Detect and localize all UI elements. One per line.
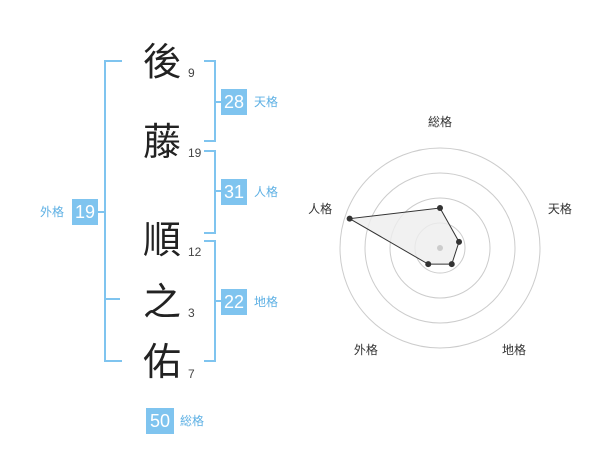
tenkaku-label: 天格 bbox=[254, 95, 279, 109]
jinkaku-label: 人格 bbox=[254, 185, 279, 199]
jinkaku-value: 31 bbox=[221, 179, 247, 205]
chikaku-label: 地格 bbox=[254, 295, 279, 309]
radar-axis-label-4: 外格 bbox=[354, 342, 378, 357]
gaikaku-bracket-inner-tick bbox=[104, 298, 120, 300]
radar-center-dot bbox=[437, 245, 443, 251]
chikaku-value: 22 bbox=[221, 289, 247, 315]
name-char-5: 佑 bbox=[142, 340, 181, 384]
jinkaku-connector bbox=[214, 190, 222, 192]
radar-axis-label-5: 人格 bbox=[308, 201, 332, 216]
stroke-count-1: 9 bbox=[188, 66, 195, 80]
radar-point-4 bbox=[425, 261, 432, 268]
radar-point-1 bbox=[437, 205, 443, 211]
jinkaku-bracket bbox=[204, 150, 216, 234]
gaikaku-connector bbox=[98, 211, 106, 213]
radar-ring-2 bbox=[389, 197, 491, 299]
stroke-count-4: 3 bbox=[188, 306, 195, 320]
radar-polygon bbox=[348, 207, 460, 265]
name-char-2: 藤 bbox=[142, 120, 181, 164]
stroke-count-2: 19 bbox=[188, 146, 202, 160]
radar-point-2 bbox=[456, 238, 463, 245]
stroke-count-3: 12 bbox=[188, 245, 202, 259]
gaikaku-value: 19 bbox=[72, 199, 98, 225]
radar-ring-3 bbox=[364, 172, 516, 324]
soukaku-value: 50 bbox=[146, 408, 174, 434]
tenkaku-connector bbox=[214, 101, 222, 103]
gaikaku-label: 外格 bbox=[40, 205, 65, 219]
radar-axis-label-2: 天格 bbox=[548, 201, 572, 216]
radar-ring-4 bbox=[339, 147, 541, 349]
tenkaku-value: 28 bbox=[221, 89, 247, 115]
radar-point-3 bbox=[448, 261, 455, 268]
name-char-1: 後 bbox=[142, 40, 181, 84]
stroke-count-5: 7 bbox=[188, 367, 195, 381]
radar-axis-label-3: 地格 bbox=[502, 342, 526, 357]
soukaku-label: 総格 bbox=[180, 414, 205, 428]
name-char-4: 之 bbox=[142, 280, 181, 324]
radar-point-5 bbox=[346, 215, 353, 222]
name-char-3: 順 bbox=[142, 218, 181, 262]
chikaku-connector bbox=[214, 300, 222, 302]
radar-axis-label-1: 総格 bbox=[428, 114, 452, 129]
